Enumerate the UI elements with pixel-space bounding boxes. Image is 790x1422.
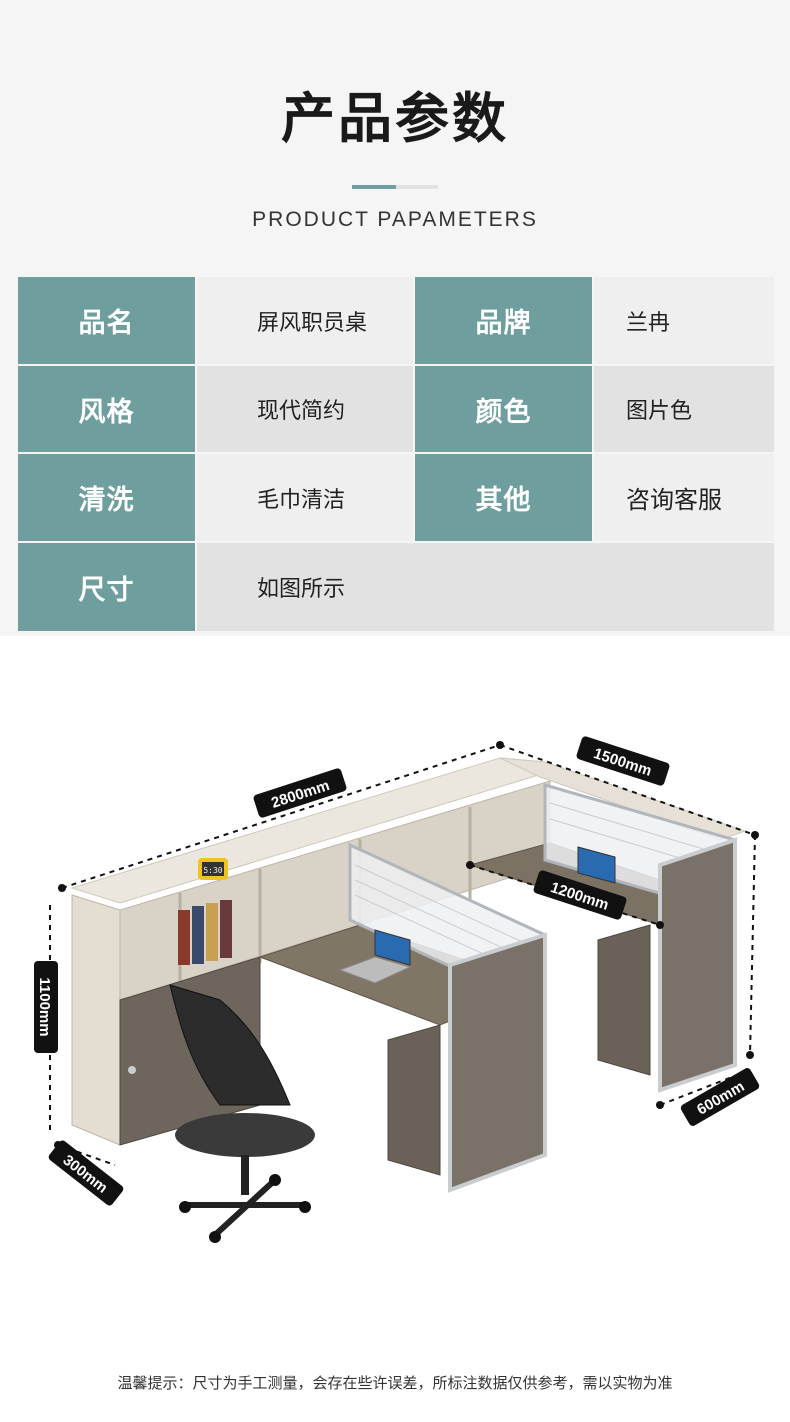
- spec-value-style: 现代简约: [197, 366, 413, 452]
- dim-label-1100: 1100mm: [34, 961, 58, 1053]
- cabinet-end: [71, 894, 121, 1146]
- side-panel: [658, 837, 737, 1093]
- front-panel: [448, 932, 547, 1193]
- mobile-pedestal: [387, 1024, 441, 1176]
- spec-label-size: 尺寸: [18, 543, 195, 631]
- laptop-icon: [374, 929, 411, 966]
- spec-value-size: 如图所示: [197, 543, 774, 631]
- binder: [220, 900, 232, 958]
- footer-note: 温馨提示：尺寸为手工测量，会存在些许误差，所标注数据仅供参考，需以实物为准: [117, 1374, 673, 1392]
- workstation-illustration: 5:30: [34, 736, 760, 1243]
- monitor-icon: [577, 846, 616, 884]
- dim-label-300: 300mm: [48, 1140, 124, 1206]
- clock-display: 5:30: [203, 866, 222, 875]
- binder: [178, 910, 190, 965]
- office-chair: [175, 1113, 315, 1157]
- spec-value-other: 咨询客服: [594, 454, 774, 541]
- spec-label-cleaning: 清洗: [18, 454, 195, 541]
- title-underline-accent: [352, 185, 396, 189]
- page-subtitle: PRODUCT PAPAMETERS: [252, 208, 538, 231]
- spec-value-brand: 兰冉: [594, 277, 774, 364]
- parameters-section: 产品参数 PRODUCT PAPAMETERS 品名 屏风职员桌 品牌 兰冉 风…: [0, 0, 790, 636]
- spec-label-other: 其他: [415, 454, 592, 541]
- spec-label-brand: 品牌: [415, 277, 592, 364]
- spec-label-style: 风格: [18, 366, 195, 452]
- spec-value-color: 图片色: [594, 366, 774, 452]
- spec-value-name: 屏风职员桌: [197, 277, 413, 364]
- svg-text:1100mm: 1100mm: [36, 977, 53, 1036]
- mobile-pedestal: [597, 924, 651, 1076]
- spec-label-color: 颜色: [415, 366, 592, 452]
- binder: [192, 906, 204, 964]
- spec-label-name: 品名: [18, 277, 195, 364]
- title-underline-gray: [396, 185, 438, 189]
- right-cabinet-top: [499, 757, 747, 841]
- binder: [206, 903, 218, 961]
- spec-value-cleaning: 毛巾清洁: [197, 454, 413, 541]
- page-title: 产品参数: [281, 87, 509, 150]
